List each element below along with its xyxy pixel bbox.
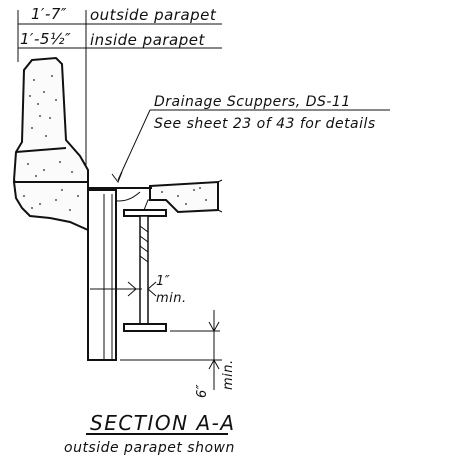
bottom-value: 6″ bbox=[195, 384, 210, 398]
section-caption: SECTION A-A outside parapet shown bbox=[64, 411, 236, 456]
parapet-body bbox=[12, 56, 89, 190]
gap-label: min. bbox=[156, 291, 187, 306]
outside-parapet-value: 1′-7″ bbox=[31, 5, 67, 23]
top-dimensions: 1′-7″ outside parapet 1′-5½″ inside para… bbox=[17, 5, 222, 180]
gap-dimension: 1″ min. bbox=[90, 274, 187, 306]
deck-slab bbox=[149, 179, 223, 214]
gap-arrow-right bbox=[147, 281, 157, 297]
inside-parapet-label: inside parapet bbox=[90, 31, 205, 49]
parapet bbox=[12, 56, 89, 232]
concrete-stipple bbox=[23, 75, 79, 211]
drainage-scupper bbox=[87, 187, 152, 361]
steel-girder bbox=[123, 199, 167, 332]
section-subtitle: outside parapet shown bbox=[64, 440, 235, 456]
slab-break-bottom bbox=[217, 209, 223, 213]
slab-break-top bbox=[217, 179, 223, 183]
gap-value: 1″ bbox=[156, 274, 170, 289]
bottom-dimension: 6″ min. bbox=[120, 310, 236, 398]
web-hatch bbox=[139, 225, 149, 263]
parapet-joint-line bbox=[15, 147, 67, 153]
slab-stipple bbox=[161, 187, 207, 205]
callout-leader bbox=[117, 109, 151, 181]
downspout-pipe bbox=[87, 189, 117, 361]
inside-parapet-value: 1′-5½″ bbox=[20, 30, 71, 48]
deck-slab-body bbox=[149, 180, 219, 214]
section-title: SECTION A-A bbox=[90, 411, 236, 435]
outside-parapet-label: outside parapet bbox=[90, 6, 217, 24]
deck-overhang bbox=[12, 181, 89, 232]
callout-arrowhead bbox=[111, 171, 123, 184]
bottom-arrow-bottom bbox=[208, 358, 220, 370]
girder-top-flange bbox=[123, 209, 167, 217]
callout-line-1: Drainage Scuppers, DS-11 bbox=[154, 94, 351, 110]
scupper-callout: Drainage Scuppers, DS-11 See sheet 23 of… bbox=[111, 94, 390, 184]
haunch-line bbox=[143, 199, 152, 211]
girder-bottom-flange bbox=[123, 323, 167, 332]
girder-web bbox=[139, 215, 149, 325]
callout-line-2: See sheet 23 of 43 for details bbox=[154, 116, 376, 132]
bottom-label: min. bbox=[221, 359, 236, 390]
gap-arrow-left bbox=[127, 281, 137, 297]
bottom-arrow-top bbox=[208, 321, 220, 333]
